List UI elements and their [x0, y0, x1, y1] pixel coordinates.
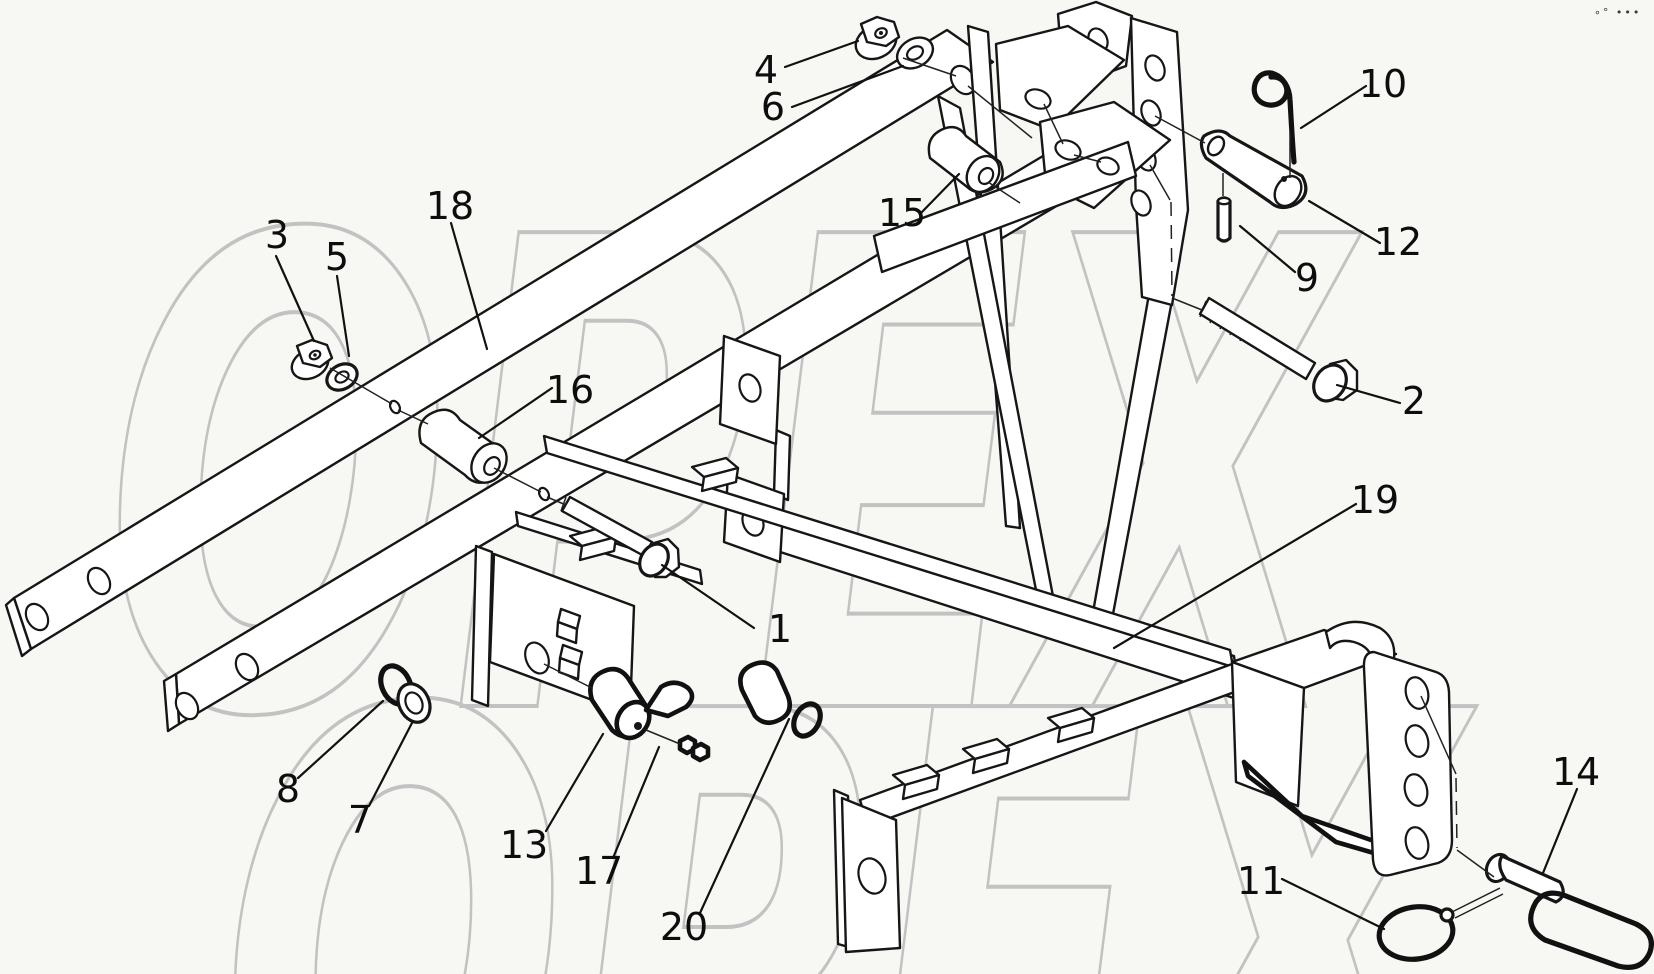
- pin-20: [738, 660, 823, 739]
- part-label-10: 10: [1359, 62, 1407, 106]
- part-label-13: 13: [500, 823, 548, 867]
- part-label-2: 2: [1402, 379, 1426, 423]
- part-label-4: 4: [754, 48, 778, 92]
- linch-pin-14: [1484, 852, 1654, 970]
- flange-nut-4: [854, 15, 901, 61]
- washer-7: [396, 682, 432, 724]
- part-label-3: 3: [265, 213, 289, 257]
- clip-fastener-17: [677, 734, 711, 763]
- part-label-6: 6: [761, 85, 785, 129]
- part-label-18: 18: [426, 184, 474, 228]
- part-label-8: 8: [276, 767, 300, 811]
- r-clip-10: [1251, 70, 1297, 165]
- lower-drawbar: [832, 662, 1242, 954]
- part-label-7: 7: [348, 798, 372, 842]
- hitch-clevis: [1230, 620, 1454, 877]
- part-label-9: 9: [1295, 256, 1319, 300]
- part-label-17: 17: [575, 849, 623, 893]
- part-label-15: 15: [878, 191, 926, 235]
- part-label-19: 19: [1351, 478, 1399, 522]
- locking-pin-13: [588, 666, 695, 741]
- part-label-16: 16: [546, 368, 594, 412]
- part-label-20: 20: [660, 905, 708, 949]
- part-label-14: 14: [1552, 750, 1600, 794]
- assembly-lines: [329, 57, 1495, 878]
- roll-pin-9: [1216, 196, 1232, 243]
- part-labels: 1 2 3 4 5 6 7 8 9 10 11 12 13 14 15 16 1…: [265, 48, 1600, 949]
- part-label-12: 12: [1374, 220, 1422, 264]
- part-label-5: 5: [325, 235, 349, 279]
- leader-lines: [274, 39, 1579, 931]
- mast-assembly: [872, 0, 1190, 632]
- spacer-bushing-15: [927, 125, 1004, 194]
- clevis-pin-12: [1199, 129, 1308, 210]
- hex-bolt-2: [1198, 296, 1359, 403]
- lanyard-ring-11: [1376, 887, 1504, 962]
- part-label-11: 11: [1237, 859, 1285, 903]
- part-label-1: 1: [768, 607, 792, 651]
- flange-nut-3: [290, 338, 334, 381]
- corner-marks: ∘° •••: [1594, 6, 1641, 19]
